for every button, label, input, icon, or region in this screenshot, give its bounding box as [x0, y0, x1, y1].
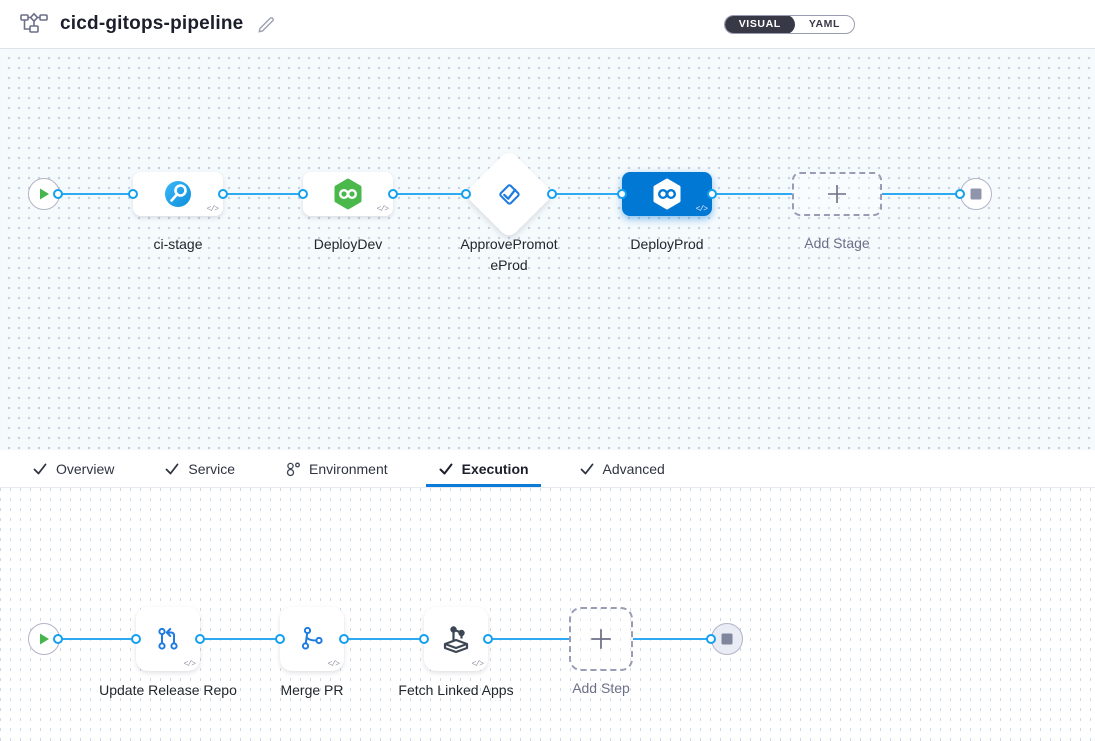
connector-dot[interactable]: [195, 634, 205, 644]
stage-label[interactable]: DeployProd: [630, 236, 704, 252]
stage-node-deployprod[interactable]: </>: [622, 172, 712, 216]
fetch-linked-apps-icon: [443, 626, 469, 654]
code-badge: </>: [376, 205, 389, 214]
edge: [344, 638, 424, 640]
connector-dot[interactable]: [617, 189, 627, 199]
merge-pr-icon: [301, 626, 323, 650]
tab-label: Execution: [461, 460, 529, 477]
code-badge: </>: [183, 660, 196, 669]
edge: [200, 638, 280, 640]
update-release-repo-icon: [158, 627, 178, 650]
connector-dot[interactable]: [131, 634, 141, 644]
edit-pencil-icon[interactable]: [257, 14, 277, 34]
plus-icon: [828, 185, 846, 203]
tab-environment[interactable]: Environment: [273, 450, 400, 487]
visual-yaml-toggle: VISUAL YAML: [723, 14, 855, 34]
edge: [393, 193, 466, 195]
connector-dot[interactable]: [339, 634, 349, 644]
edge: [633, 638, 711, 640]
toggle-yaml-button[interactable]: YAML: [808, 18, 840, 30]
pipeline-end-node: [960, 178, 992, 210]
connector-dot[interactable]: [483, 634, 493, 644]
add-stage-button[interactable]: [792, 172, 882, 216]
cd-deploy-icon: [653, 178, 681, 210]
pipeline-header: cicd-gitops-pipeline VISUAL YAML: [0, 0, 1095, 49]
edge: [58, 193, 133, 195]
pipeline-title: cicd-gitops-pipeline: [60, 13, 244, 34]
connector-dot[interactable]: [547, 189, 557, 199]
stage-canvas[interactable]: </> </> </>: [0, 49, 1095, 450]
stage-node-deploydev[interactable]: </>: [303, 172, 393, 216]
tab-overview[interactable]: Overview: [20, 450, 126, 487]
check-icon: [165, 463, 179, 474]
step-node-merge-pr[interactable]: </>: [280, 607, 344, 671]
step-node-update-release-repo[interactable]: </>: [136, 607, 200, 671]
tab-label: Advanced: [602, 460, 665, 477]
edge: [488, 638, 569, 640]
connector-dot[interactable]: [218, 189, 228, 199]
tab-advanced[interactable]: Advanced: [567, 450, 677, 487]
tab-execution[interactable]: Execution: [425, 450, 541, 487]
check-icon: [580, 463, 593, 474]
tab-label: Service: [188, 460, 236, 477]
cd-deploy-icon: [334, 178, 362, 210]
tab-label: Environment: [309, 460, 388, 477]
connector-dot[interactable]: [955, 189, 965, 199]
stage-label[interactable]: ApprovePromoteProd: [460, 236, 558, 273]
connector-dot[interactable]: [53, 189, 63, 199]
edge: [552, 193, 622, 195]
play-icon: [40, 188, 49, 200]
tab-service[interactable]: Service: [152, 450, 247, 487]
connector-dot[interactable]: [128, 189, 138, 199]
check-icon: [33, 463, 47, 474]
stage-label[interactable]: DeployDev: [313, 236, 383, 252]
stage-config-tabbar: Overview Service Environment Execution A…: [0, 450, 1095, 488]
step-label[interactable]: Merge PR: [280, 682, 344, 698]
code-badge: </>: [471, 660, 484, 669]
play-icon: [40, 633, 49, 645]
connector-dot[interactable]: [707, 189, 717, 199]
connector-dot[interactable]: [706, 634, 716, 644]
toggle-visual-button[interactable]: VISUAL: [724, 15, 795, 33]
pipeline-icon: [20, 12, 48, 36]
connector-dot[interactable]: [298, 189, 308, 199]
environment-icon: [286, 462, 300, 476]
connector-dot[interactable]: [53, 634, 63, 644]
edge: [223, 193, 303, 195]
edge: [882, 193, 960, 195]
add-step-button[interactable]: [569, 607, 633, 671]
code-badge: </>: [327, 660, 340, 669]
connector-dot[interactable]: [419, 634, 429, 644]
connector-dot[interactable]: [275, 634, 285, 644]
code-badge: </>: [695, 205, 708, 214]
edge: [58, 638, 136, 640]
connector-dot[interactable]: [461, 189, 471, 199]
connector-dot[interactable]: [388, 189, 398, 199]
check-icon: [439, 463, 453, 474]
stop-icon: [721, 633, 733, 645]
execution-end-node: [711, 623, 743, 655]
execution-canvas[interactable]: </> </> </>: [0, 488, 1095, 741]
edge: [712, 193, 792, 195]
step-label[interactable]: Update Release Repo: [99, 682, 237, 698]
stage-node-ci-stage[interactable]: </>: [133, 172, 223, 216]
ci-build-icon: [165, 181, 191, 207]
stage-node-approvepromoteprod[interactable]: [463, 148, 555, 240]
add-step-label[interactable]: Add Step: [572, 680, 630, 696]
stage-label[interactable]: ci-stage: [153, 236, 203, 252]
code-badge: </>: [206, 205, 219, 214]
step-node-fetch-linked-apps[interactable]: </>: [424, 607, 488, 671]
stop-icon: [970, 188, 982, 200]
step-label[interactable]: Fetch Linked Apps: [398, 682, 514, 698]
add-stage-label[interactable]: Add Stage: [804, 235, 870, 251]
tab-label: Overview: [56, 460, 115, 477]
plus-icon: [591, 629, 611, 649]
